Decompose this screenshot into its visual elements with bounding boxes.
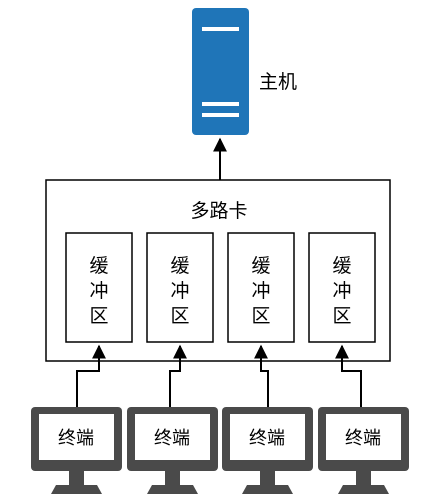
terminal-1-connector: [76, 344, 106, 407]
terminal-4-connector: [335, 344, 362, 407]
buffer-1-char-2: 冲: [89, 280, 108, 302]
buffer-4: 缓 冲 区: [308, 232, 376, 343]
buffer-4-char-1: 缓: [332, 255, 351, 277]
buffer-3-char-3: 区: [251, 305, 270, 327]
host-label: 主机: [259, 71, 297, 93]
buffer-2: 缓 冲 区: [146, 232, 214, 343]
terminal-4: 终端: [318, 407, 409, 494]
mux-card-label: 多路卡: [190, 200, 247, 222]
buffer-4-char-3: 区: [332, 305, 351, 327]
buffer-1-char-1: 缓: [89, 255, 108, 277]
monitor-icon: [127, 407, 218, 494]
buffer-4-char-2: 冲: [332, 280, 351, 302]
buffer-2-char-1: 缓: [170, 255, 189, 277]
buffer-3-char-1: 缓: [251, 255, 270, 277]
buffer-3: 缓 冲 区: [227, 232, 295, 343]
terminal-2-label: 终端: [154, 428, 190, 449]
terminal-3: 终端: [222, 407, 313, 494]
buffer-1: 缓 冲 区: [65, 232, 133, 343]
terminal-2: 终端: [127, 407, 218, 494]
buffer-1-char-3: 区: [89, 305, 108, 327]
monitor-icon: [222, 407, 313, 494]
monitor-icon: [31, 407, 122, 494]
terminal-2-connector: [169, 344, 187, 407]
buffer-2-char-3: 区: [170, 305, 189, 327]
host-server: 主机: [192, 8, 297, 135]
terminal-3-label: 终端: [249, 428, 285, 449]
terminal-3-connector: [254, 344, 269, 407]
terminal-4-label: 终端: [345, 428, 381, 449]
monitor-icon: [318, 407, 409, 494]
terminal-1: 终端: [31, 407, 122, 494]
buffer-3-char-2: 冲: [251, 280, 270, 302]
buffer-2-char-2: 冲: [170, 280, 189, 302]
terminal-1-label: 终端: [58, 428, 94, 449]
server-icon: [192, 8, 249, 135]
